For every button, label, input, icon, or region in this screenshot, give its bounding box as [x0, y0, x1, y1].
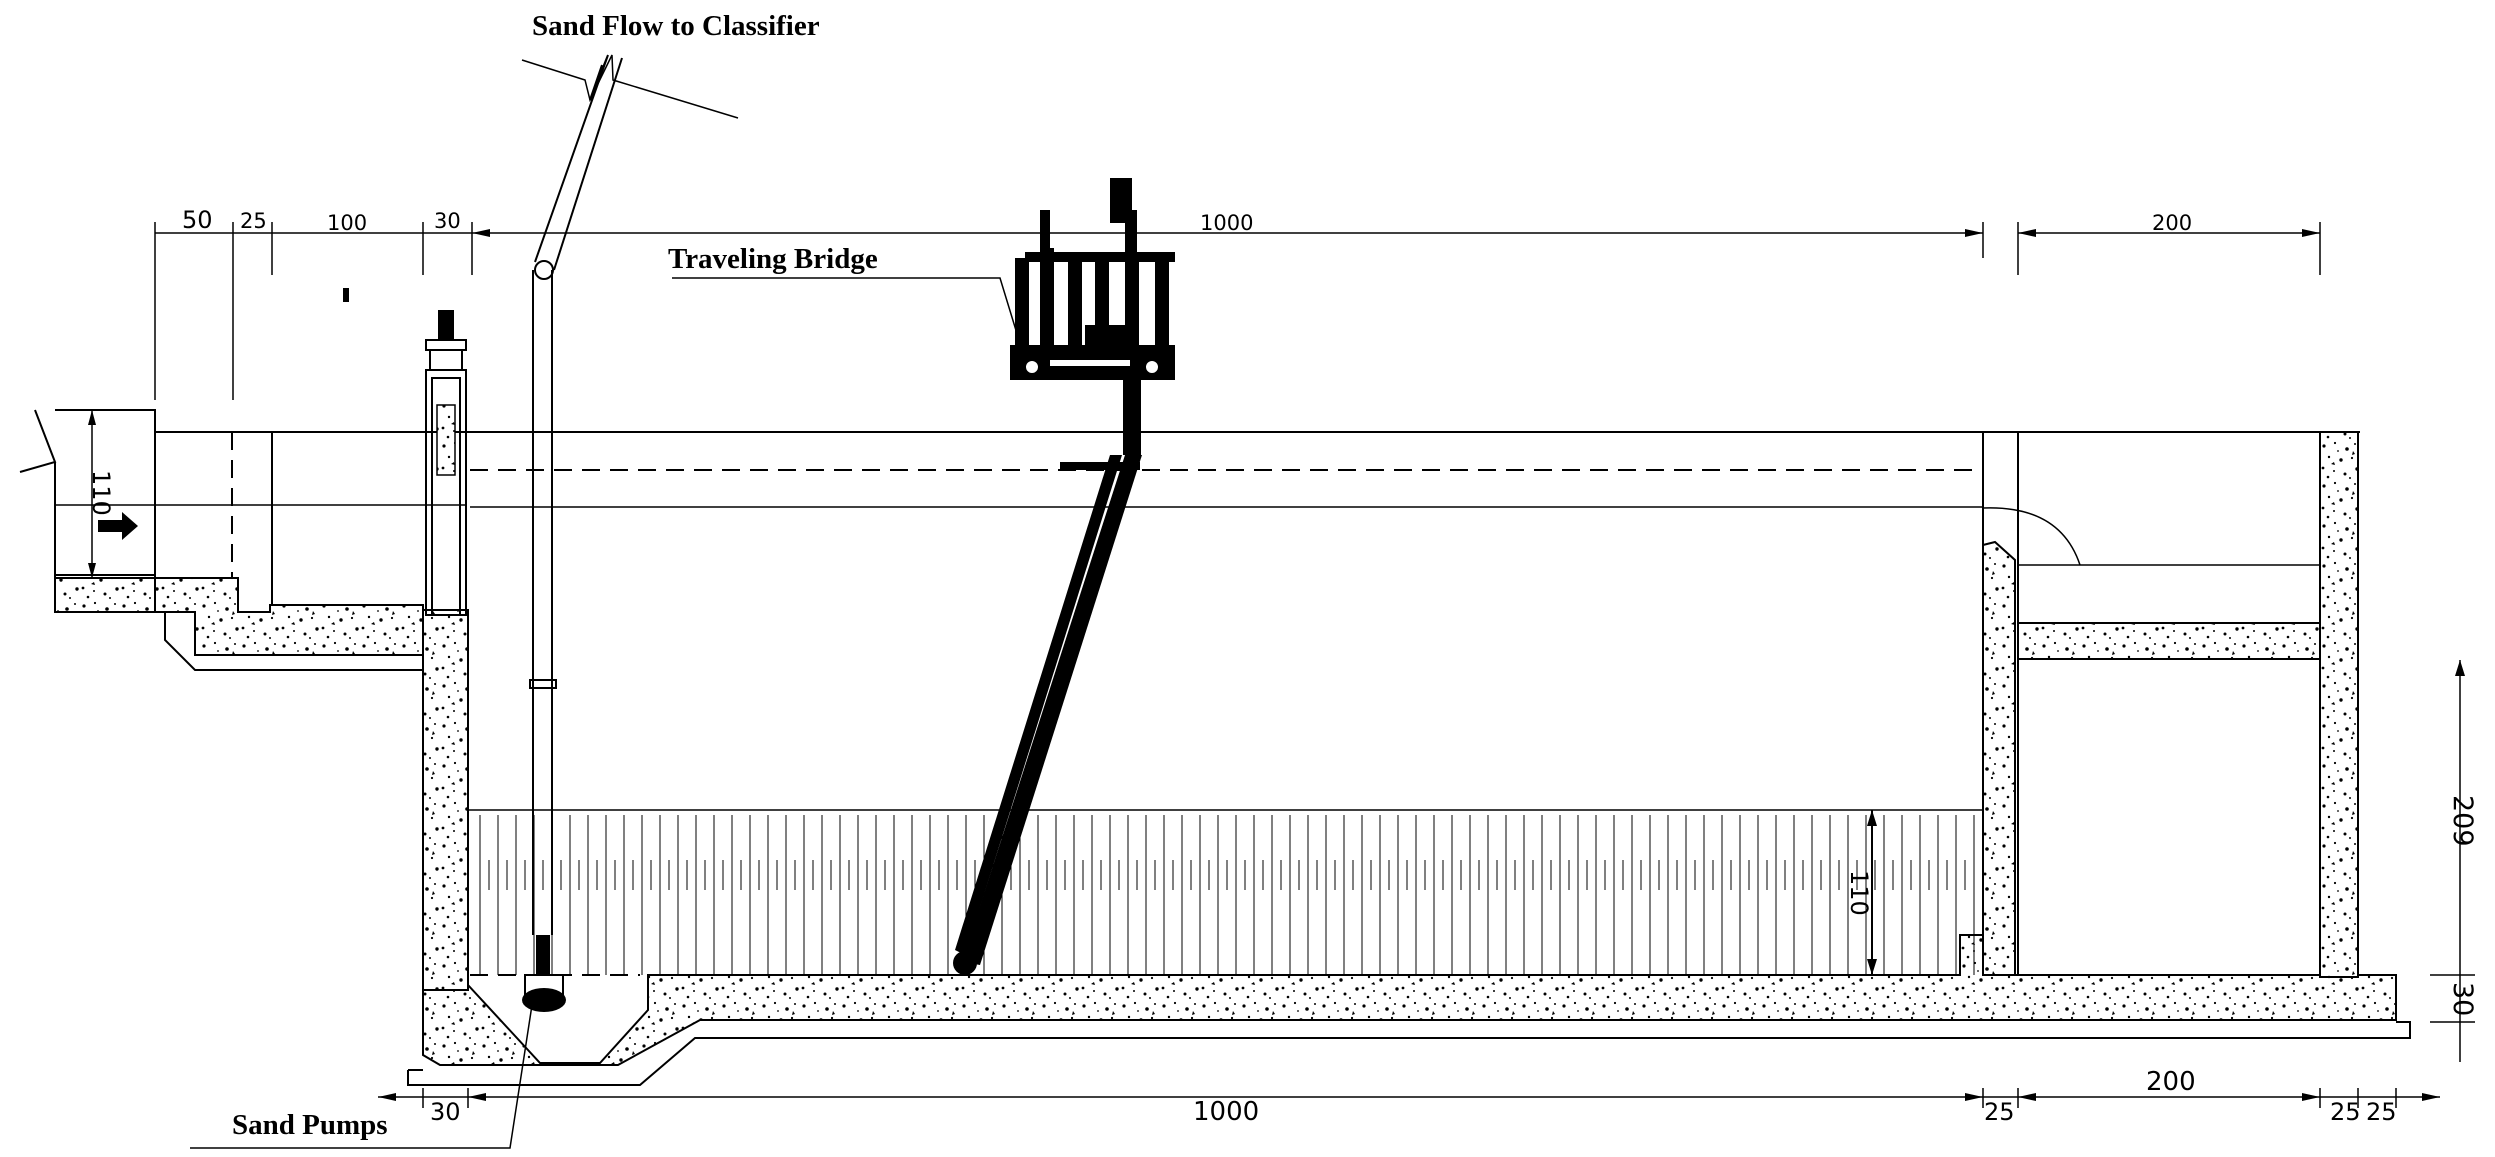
- dim-top-30: 30: [434, 209, 461, 233]
- tank-water-lines: [423, 431, 2360, 975]
- callout-leaders: [190, 277, 1023, 1149]
- dim-top-50: 50: [182, 206, 213, 234]
- dim-bottom-25c: 25: [2366, 1098, 2397, 1126]
- dim-top-1000: 1000: [1200, 211, 1253, 235]
- dimension-lines: [88, 222, 2475, 1108]
- inlet-gate: [425, 310, 467, 616]
- dim-right-30: 30: [2447, 982, 2478, 1016]
- foundation-lines: [407, 1021, 2411, 1086]
- dim-top-25: 25: [240, 209, 267, 233]
- dim-bottom-25a: 25: [1984, 1098, 2015, 1126]
- label-sand-pumps: Sand Pumps: [232, 1109, 388, 1141]
- marker-tick-icon: [343, 288, 349, 302]
- sand-pump: [521, 54, 739, 1012]
- dim-left-110: 110: [87, 470, 115, 516]
- callout-labels: Sand Flow to Classifier Traveling Bridge…: [232, 10, 878, 1141]
- dim-bottom-30: 30: [430, 1098, 461, 1126]
- dim-right-209: 209: [2447, 795, 2478, 847]
- dimension-labels: 50 25 100 30 1000 200 110 110 209 30 30 …: [87, 206, 2478, 1127]
- label-traveling-bridge: Traveling Bridge: [668, 243, 878, 275]
- traveling-bridge: [953, 178, 1175, 975]
- dim-bottom-200: 200: [2146, 1067, 2196, 1097]
- dim-top-200: 200: [2152, 211, 2192, 235]
- dim-bottom-25b: 25: [2330, 1098, 2361, 1126]
- inlet-channel: [19, 288, 465, 671]
- label-sand-flow: Sand Flow to Classifier: [532, 10, 820, 42]
- diffuser-grid: [468, 809, 1983, 975]
- dim-top-100: 100: [327, 211, 367, 235]
- concrete-structure: [54, 431, 2397, 1066]
- dim-mid-110: 110: [1845, 870, 1873, 916]
- dim-bottom-1000: 1000: [1193, 1097, 1259, 1127]
- flow-arrow-icon: [98, 512, 138, 540]
